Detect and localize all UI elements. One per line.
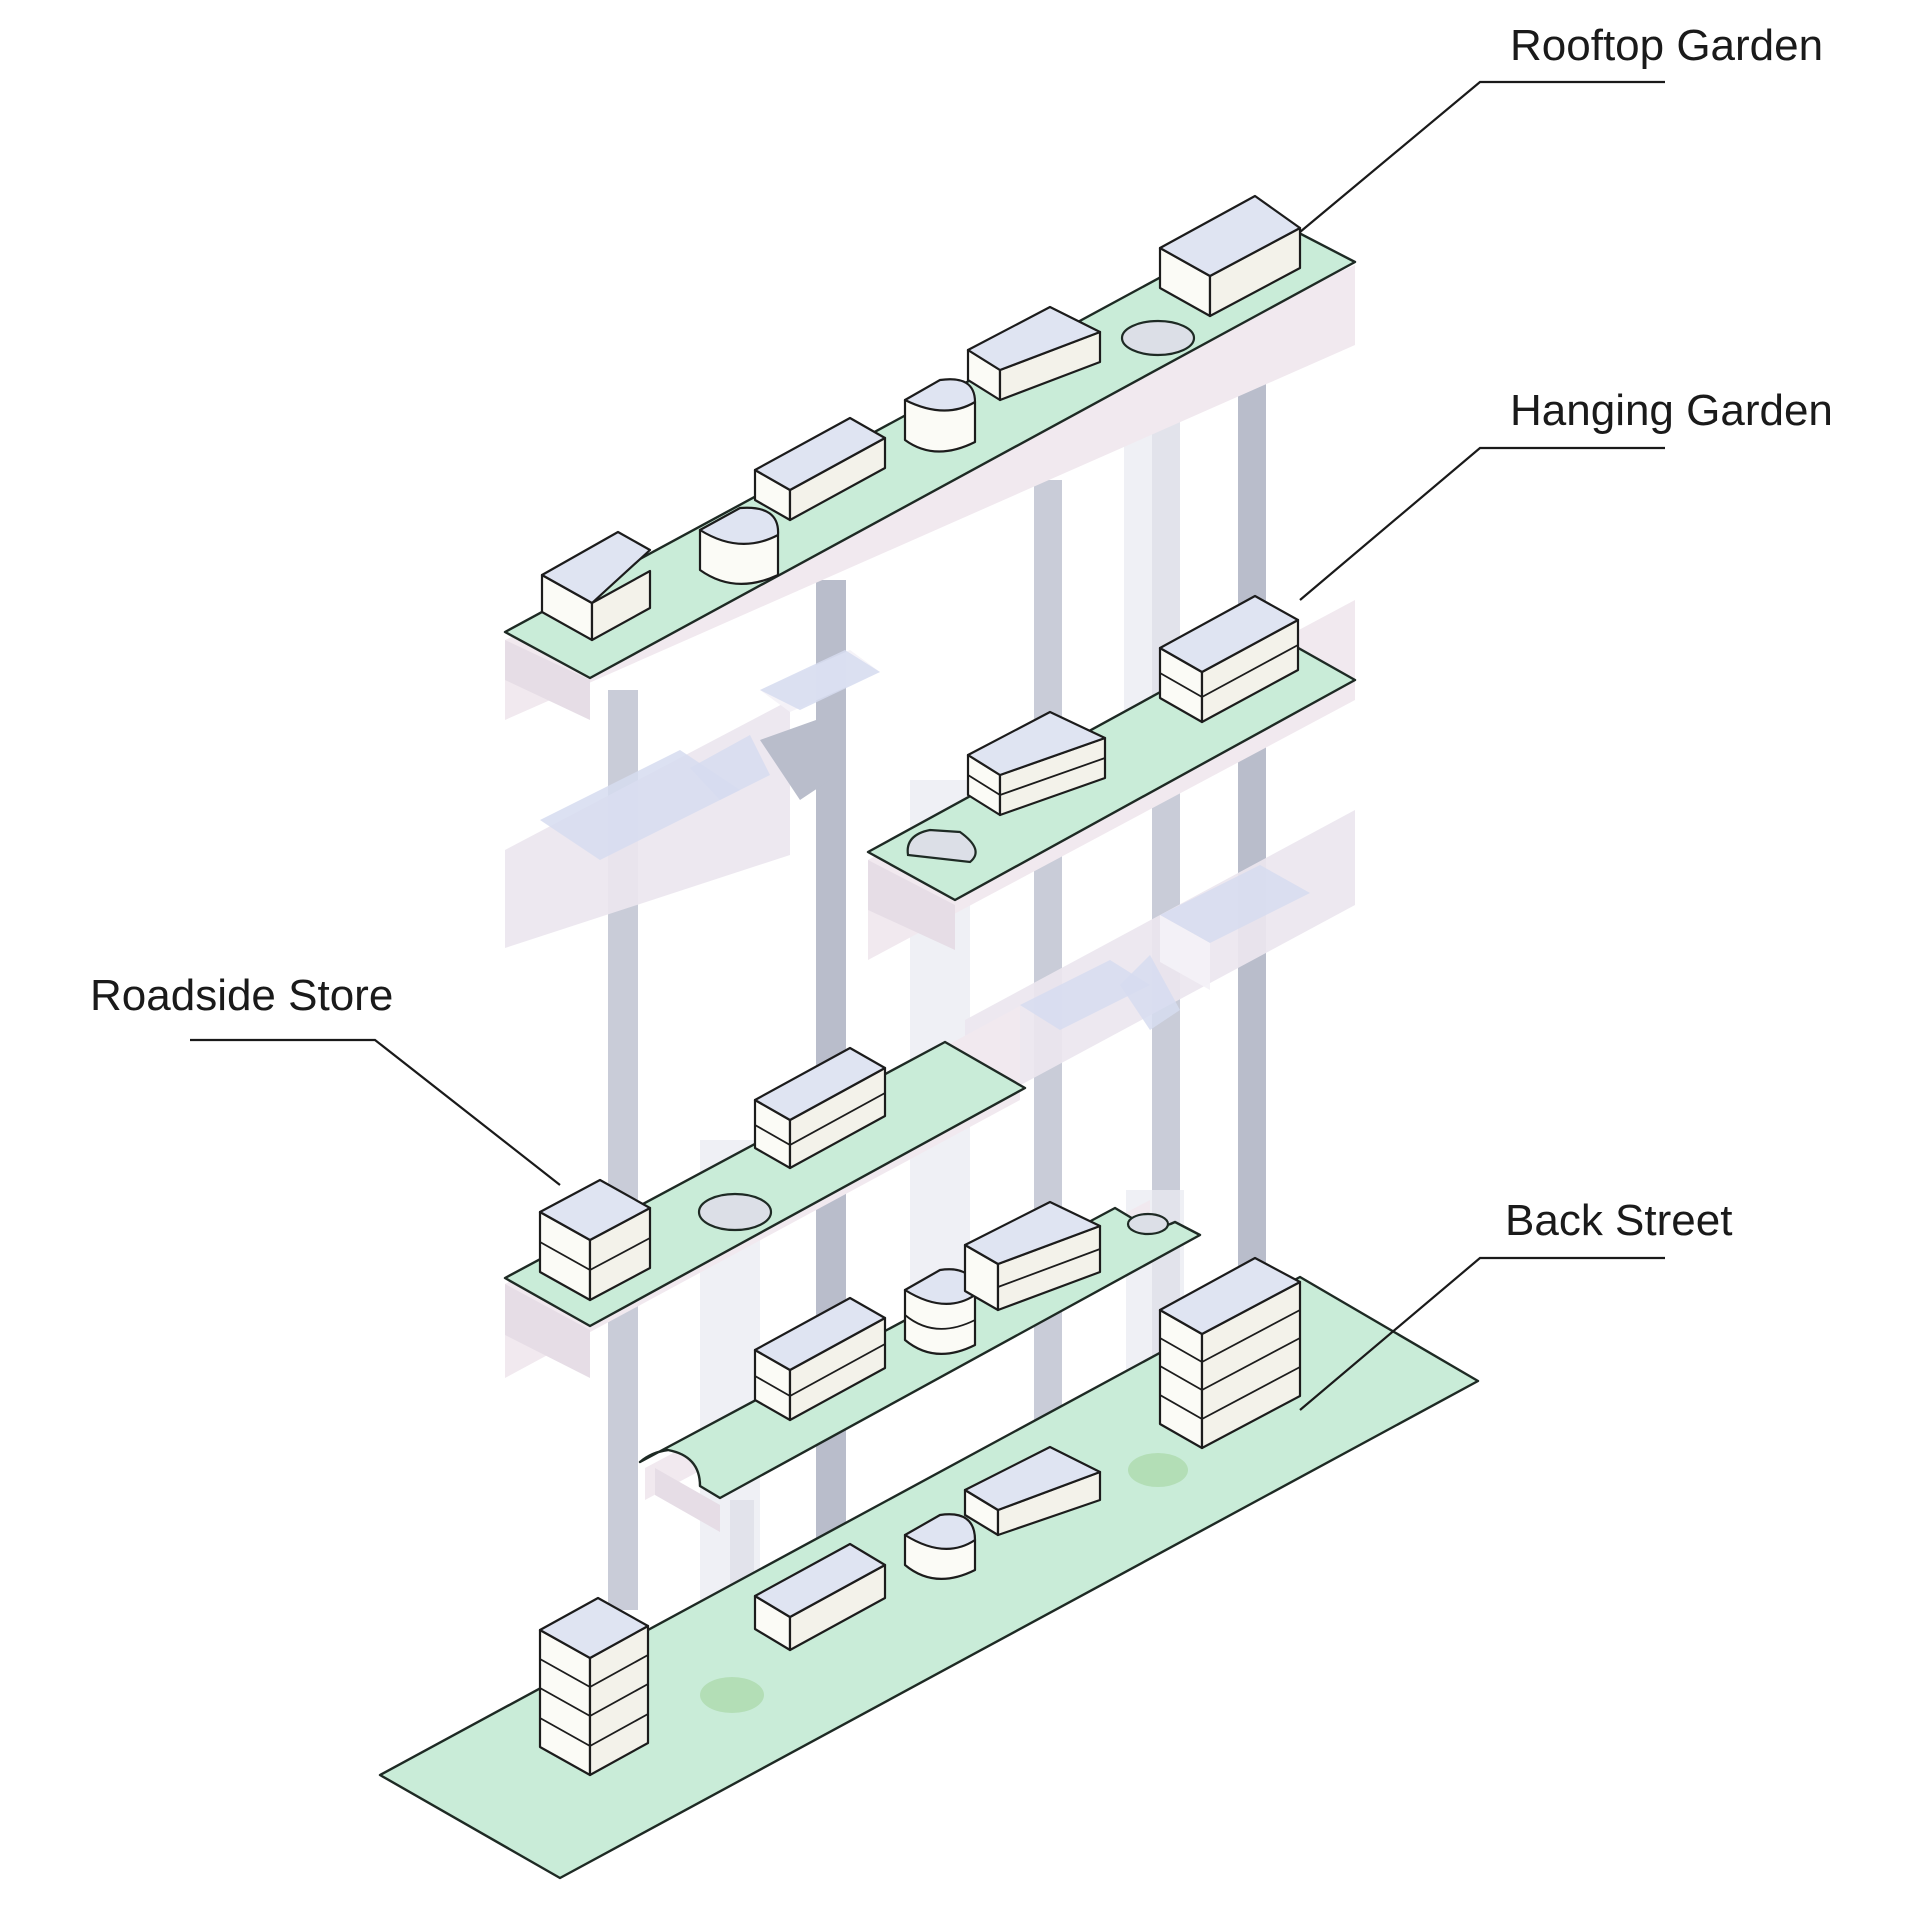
roadside-store-ghost-rooms [1020, 865, 1310, 1030]
building-bs-half-round [903, 1513, 977, 1580]
lower-walkway-hole [1126, 1212, 1170, 1236]
columns [608, 360, 1266, 1680]
building-rg-half-round [698, 506, 780, 585]
leader-back-street [1299, 1256, 1665, 1411]
label-roadside-store: Roadside Store [90, 971, 393, 1020]
roadside-store-hole [697, 1192, 773, 1232]
building-rg-corner [540, 530, 652, 642]
annotation-back-street: Back Street [1299, 1196, 1732, 1411]
upper-left-ghost-slab [505, 650, 880, 948]
building-rg-half-round-2 [903, 378, 977, 453]
leader-hanging-garden [1299, 446, 1665, 601]
green-disc-2 [1128, 1453, 1188, 1487]
hanging-garden-buildings [966, 594, 1300, 817]
green-disc-1 [700, 1677, 764, 1713]
label-hanging-garden: Hanging Garden [1510, 386, 1833, 435]
label-back-street: Back Street [1505, 1196, 1732, 1245]
building-bs-tower-right [1158, 1256, 1302, 1450]
building-rs-corner [538, 1178, 652, 1302]
rooftop-garden-buildings [540, 194, 1302, 642]
annotation-rooftop-garden: Rooftop Garden [1299, 21, 1823, 233]
building-lw-block [753, 1296, 887, 1422]
lower-walkway-buildings [753, 1200, 1102, 1422]
building-bs-wedge [963, 1445, 1102, 1537]
annotation-roadside-store: Roadside Store [90, 971, 561, 1186]
column-e [1238, 360, 1266, 1300]
building-rg-block [753, 416, 887, 522]
leader-roadside-store [190, 1038, 561, 1186]
building-lw-wedge [963, 1200, 1102, 1312]
building-bs-low-block [753, 1542, 887, 1652]
annotation-hanging-garden: Hanging Garden [1299, 386, 1833, 601]
building-hg-block [1158, 594, 1300, 724]
building-lw-half-round [903, 1268, 977, 1355]
label-rooftop-garden: Rooftop Garden [1510, 21, 1823, 70]
leader-rooftop-garden [1299, 80, 1665, 233]
building-rs-block [753, 1046, 887, 1170]
back-street-buildings [538, 1256, 1302, 1777]
building-hg-wedge [966, 710, 1107, 817]
building-bs-tower-left [538, 1596, 650, 1777]
building-rg-wedge [966, 305, 1102, 402]
hanging-garden-hole [906, 828, 977, 864]
rooftop-garden-hole [1120, 319, 1196, 357]
roadside-store-buildings [538, 1046, 887, 1302]
building-rg-tall-block [1158, 194, 1302, 318]
